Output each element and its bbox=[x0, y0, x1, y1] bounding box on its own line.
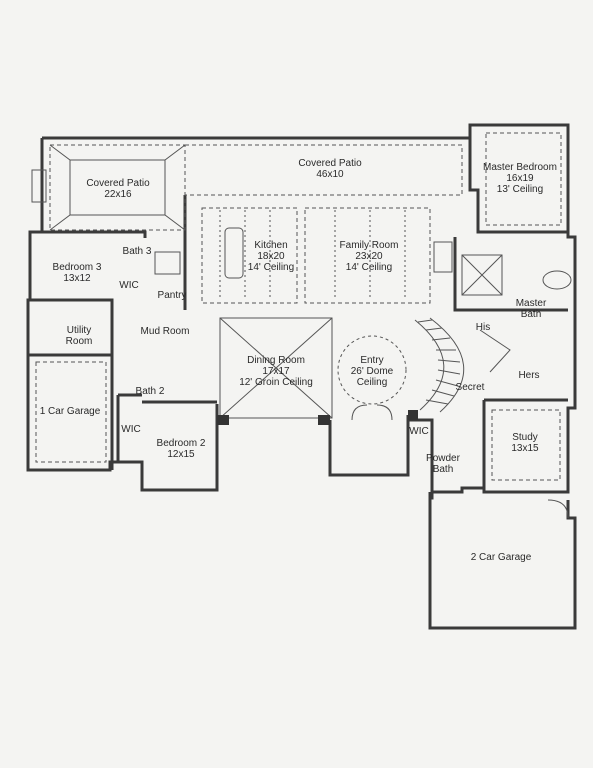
column bbox=[408, 410, 418, 420]
patio-left-hips bbox=[49, 144, 186, 231]
master-tray-outline bbox=[485, 132, 562, 226]
room-bath-3: Bath 3 bbox=[122, 246, 152, 257]
master-bedroom-wall bbox=[468, 125, 568, 234]
patio-main-outline bbox=[185, 144, 463, 196]
dining-groin-lines bbox=[219, 317, 333, 419]
family-outline bbox=[304, 207, 431, 304]
room-2-car-garage: 2 Car Garage bbox=[470, 552, 532, 563]
column bbox=[217, 415, 229, 425]
bedroom3-wall bbox=[30, 230, 147, 238]
fireplace-family bbox=[433, 241, 453, 273]
study-wall bbox=[482, 398, 568, 492]
column bbox=[318, 415, 330, 425]
garage1-outline bbox=[35, 361, 107, 463]
his-closet bbox=[479, 329, 511, 373]
master-shower-x bbox=[461, 254, 503, 296]
room-wic-bed3: WIC bbox=[119, 280, 139, 291]
bath2-wall bbox=[116, 393, 142, 462]
kitchen-island bbox=[224, 227, 244, 279]
room-1-car-garage: 1 Car Garage bbox=[39, 406, 101, 417]
stair-treads bbox=[417, 319, 461, 405]
kitchen-outline bbox=[201, 207, 298, 304]
room-mud-room: Mud Room bbox=[140, 326, 190, 337]
room-hers: Hers bbox=[518, 370, 540, 381]
room-bath-2: Bath 2 bbox=[135, 386, 165, 397]
entry-bay-wall bbox=[328, 415, 410, 477]
room-pantry: Pantry bbox=[157, 290, 187, 301]
study-outline bbox=[491, 409, 561, 481]
master-tub bbox=[542, 270, 572, 290]
kitchen-beams bbox=[219, 210, 271, 300]
garage2-door bbox=[547, 499, 569, 519]
family-beams bbox=[334, 210, 406, 300]
room-wic-bed2: WIC bbox=[121, 424, 141, 435]
entry-doors bbox=[351, 404, 393, 421]
fireplace-patio bbox=[31, 169, 47, 203]
stair-inner bbox=[429, 317, 465, 413]
dining-room-outline bbox=[219, 317, 333, 419]
master-bath-wall bbox=[453, 237, 568, 312]
stair-outer bbox=[414, 319, 445, 411]
room-wic-entry: WIC bbox=[409, 426, 429, 437]
master-shower bbox=[461, 254, 503, 296]
bath3-shower bbox=[154, 251, 181, 275]
entry-dome bbox=[337, 335, 407, 405]
utility-wall bbox=[28, 298, 114, 355]
room-secret: Secret bbox=[455, 382, 485, 393]
outer-wall bbox=[42, 123, 577, 500]
patio-left-outline bbox=[49, 144, 186, 231]
room-his: His bbox=[475, 322, 491, 333]
